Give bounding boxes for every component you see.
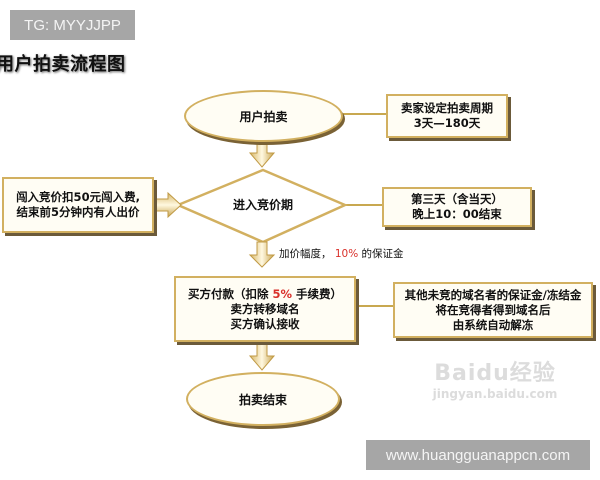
payment-line1-suffix: 手续费）: [292, 286, 343, 301]
increment-note-prefix: 加价幅度，: [279, 248, 332, 260]
page-title: 用户拍卖流程图: [0, 54, 126, 75]
payment-fee-percent: 5%: [272, 286, 293, 301]
third-day-line1: 第三天（含当天）: [411, 192, 503, 206]
increment-note: 加价幅度， 10% 的保证金: [279, 246, 404, 261]
increment-note-suffix: 的保证金: [361, 248, 404, 260]
third-day-box: 第三天（含当天） 晚上10：00结束: [382, 187, 532, 227]
top-tag: TG: MYYJJPP: [10, 10, 135, 40]
refund-line2: 将在竞得者得到域名后: [435, 302, 551, 317]
bottom-tag: www.huangguanappcn.com: [366, 440, 590, 470]
start-node: 用户拍卖: [184, 90, 343, 142]
payment-line1: 买方付款（扣除 5% 手续费）: [188, 287, 342, 302]
entry-fee-box: 闯入竞价扣50元闯入费, 结束前5分钟内有人出价: [2, 177, 154, 233]
third-day-line2: 晚上10：00结束: [412, 207, 502, 221]
end-node-label: 拍卖结束: [238, 392, 287, 407]
start-node-label: 用户拍卖: [239, 109, 288, 124]
payment-box: 买方付款（扣除 5% 手续费） 卖方转移域名 买方确认接收: [174, 276, 356, 342]
payment-line1-prefix: 买方付款（扣除: [187, 286, 273, 301]
seller-period-line2: 3天—180天: [413, 116, 481, 130]
watermark-logo: Baidu经验: [434, 361, 556, 386]
entry-fee-line2: 结束前5分钟内有人出价: [16, 205, 140, 219]
bidding-node-label: 进入竞价期: [232, 198, 293, 212]
seller-period-box: 卖家设定拍卖周期 3天—180天: [386, 94, 508, 138]
entry-fee-line1: 闯入竞价扣50元闯入费,: [16, 190, 140, 204]
watermark-url: jingyan.baidu.com: [432, 387, 558, 401]
seller-period-line1: 卖家设定拍卖周期: [401, 101, 493, 115]
refund-line3: 由系统自动解冻: [452, 317, 534, 332]
increment-note-percent: 10%: [334, 248, 359, 260]
refund-line1: 其他未竞的域名者的保证金/冻结金: [404, 287, 582, 302]
end-node: 拍卖结束: [186, 372, 340, 426]
payment-line3: 买方确认接收: [230, 316, 300, 331]
baidu-watermark: Baidu经验 jingyan.baidu.com: [420, 355, 570, 401]
refund-box: 其他未竞的域名者的保证金/冻结金 将在竞得者得到域名后 由系统自动解冻: [393, 282, 593, 338]
payment-line2: 卖方转移域名: [230, 301, 300, 316]
